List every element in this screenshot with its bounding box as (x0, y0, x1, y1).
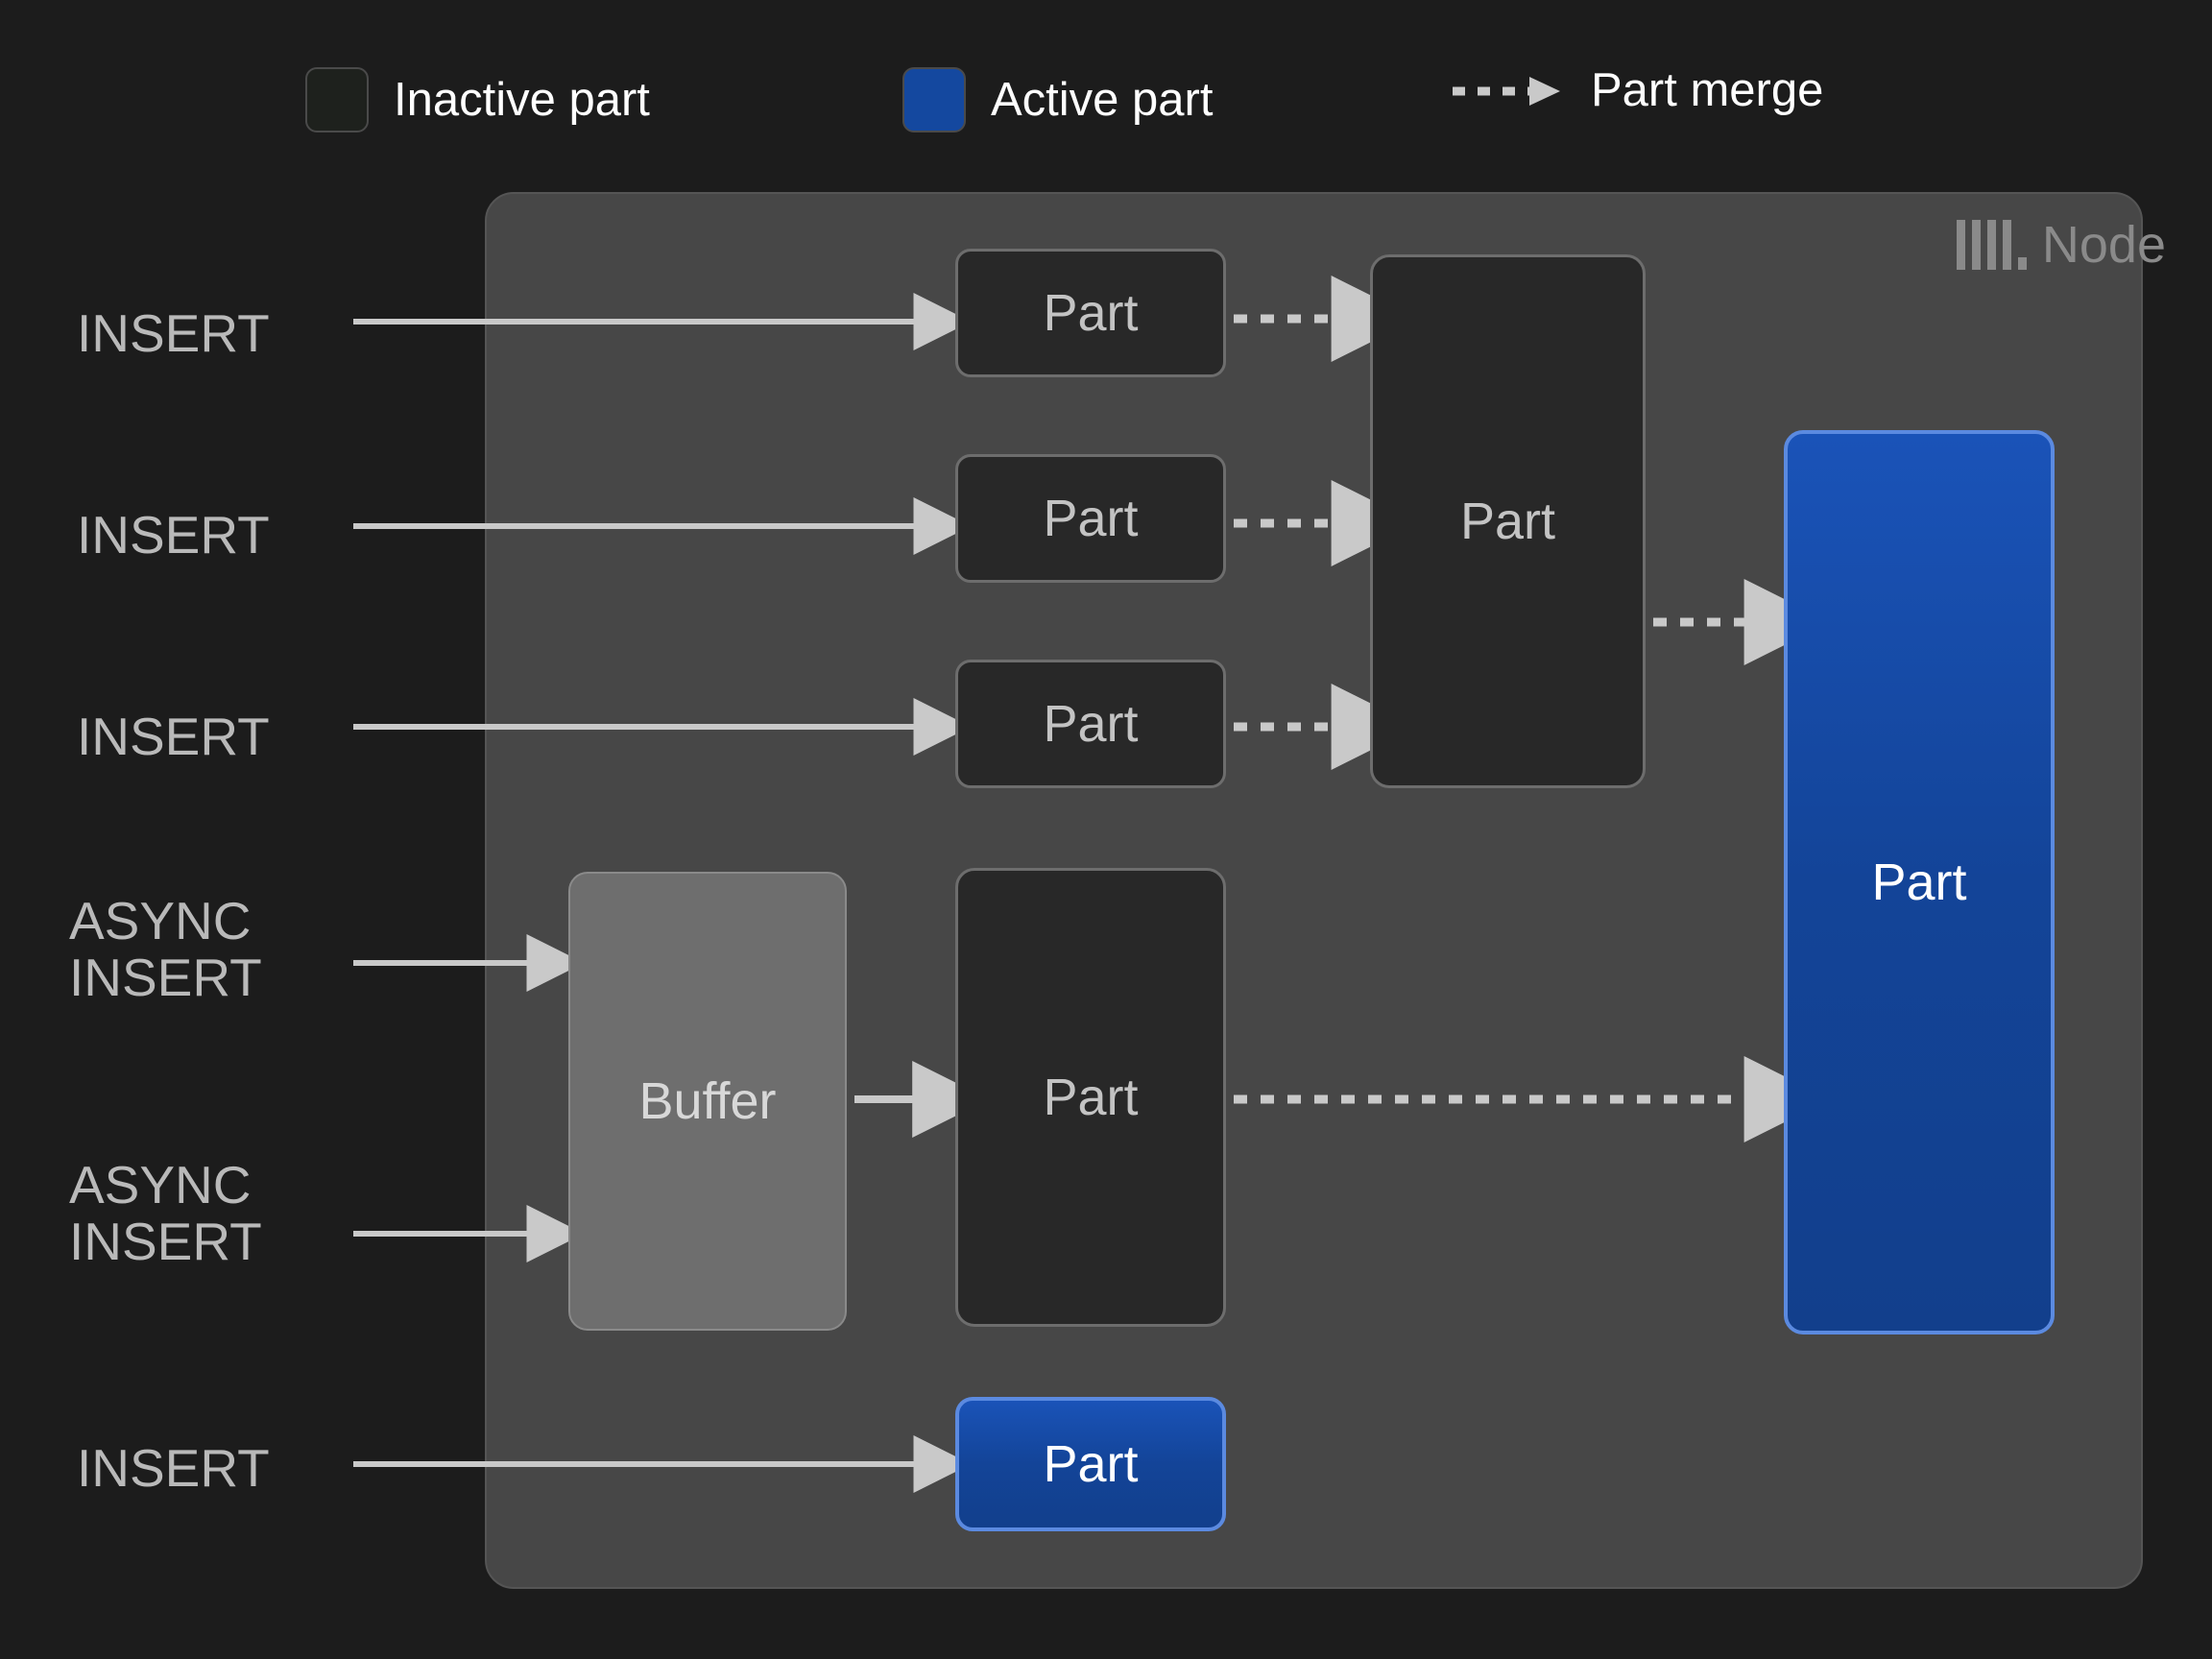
node-badge: Node (1956, 216, 2166, 274)
source-label-async-insert-1: ASYNC INSERT (69, 891, 262, 1008)
buffer-box-label: Buffer (638, 1072, 777, 1130)
part-box-merged-label: Part (1459, 493, 1556, 550)
legend-label-inactive-part: Inactive part (394, 73, 650, 126)
part-box-merged[interactable]: Part (1370, 254, 1646, 788)
part-box-d-label: Part (1043, 1069, 1139, 1126)
part-box-final-label: Part (1871, 854, 1967, 911)
part-box-c[interactable]: Part (955, 660, 1226, 788)
dashed-arrow-icon (1453, 75, 1566, 108)
legend-item-active-part: Active part (902, 67, 1213, 132)
part-box-e-label: Part (1043, 1435, 1139, 1493)
source-label-insert-4: INSERT (77, 1438, 270, 1498)
legend-item-part-merge: Part merge (1453, 67, 1823, 114)
part-box-b-label: Part (1043, 490, 1139, 547)
part-box-e-active[interactable]: Part (955, 1397, 1226, 1531)
legend: Inactive part Active part Part merge (0, 52, 2212, 148)
part-box-c-label: Part (1043, 695, 1139, 753)
source-label-insert-1: INSERT (77, 303, 270, 363)
source-label-async-insert-2: ASYNC INSERT (69, 1155, 262, 1272)
buffer-box[interactable]: Buffer (568, 872, 847, 1331)
clickhouse-logo-icon (1956, 220, 2027, 270)
part-box-final-active[interactable]: Part (1784, 430, 2055, 1334)
part-box-b[interactable]: Part (955, 454, 1226, 583)
part-box-a[interactable]: Part (955, 249, 1226, 377)
legend-item-inactive-part: Inactive part (305, 67, 650, 132)
part-box-d[interactable]: Part (955, 868, 1226, 1327)
source-label-insert-2: INSERT (77, 505, 270, 565)
node-label: Node (2041, 216, 2166, 274)
active-part-swatch-icon (902, 67, 966, 132)
legend-label-active-part: Active part (991, 73, 1214, 126)
source-label-insert-3: INSERT (77, 707, 270, 766)
inactive-part-swatch-icon (305, 67, 369, 132)
legend-label-part-merge: Part merge (1591, 64, 1824, 116)
part-box-a-label: Part (1043, 284, 1139, 342)
